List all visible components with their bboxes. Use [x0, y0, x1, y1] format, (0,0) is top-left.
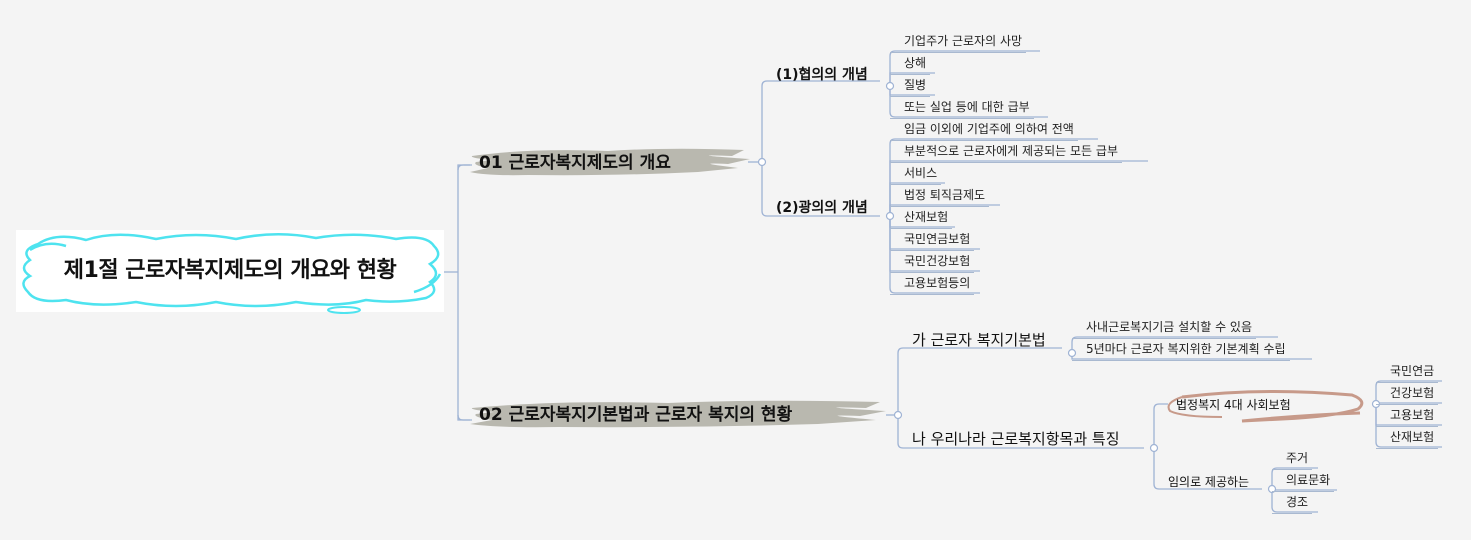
leaf-item[interactable]: 국민건강보험: [890, 252, 975, 273]
leaf-label: 건강보험: [1390, 386, 1435, 400]
root-topic[interactable]: 제1절 근로자복지제도의 개요와 현황: [16, 230, 444, 314]
branch-topic-overview[interactable]: 01 근로자복지제도의 개요: [470, 148, 750, 176]
leaf-label: 국민연금보험: [904, 232, 971, 246]
leaf-item[interactable]: 질병: [890, 76, 931, 97]
topic-narrow-concept-label: (1)협의의 개념: [776, 67, 868, 83]
leaf-label: 주거: [1286, 451, 1309, 465]
topic-welfare-basic-law[interactable]: 가 근로자 복지기본법: [912, 329, 1046, 351]
topic-broad-concept-label: (2)광의의 개념: [776, 200, 868, 216]
leaf-item[interactable]: 산재보험: [890, 208, 953, 229]
root-topic-label: 제1절 근로자복지제도의 개요와 현황: [63, 258, 397, 283]
leaf-label: 고용보험등의: [904, 276, 971, 290]
leaf-item[interactable]: 서비스: [890, 164, 942, 185]
leaf-label: 고용보험: [1390, 408, 1435, 422]
leaf-item[interactable]: 또는 실업 등에 대한 급부: [890, 98, 1034, 119]
leaf-item[interactable]: 의료문화: [1272, 471, 1335, 492]
leaf-item[interactable]: 주거: [1272, 449, 1313, 470]
topic-narrow-concept[interactable]: (1)협의의 개념: [776, 64, 868, 86]
leaf-label: 국민연금: [1390, 364, 1435, 378]
cloud-border-icon: [22, 233, 442, 314]
leaf-item[interactable]: 고용보험: [1376, 406, 1439, 427]
leaf-item[interactable]: 부분적으로 근로자에게 제공되는 모든 급부: [890, 142, 1122, 163]
leaf-label: 상해: [904, 56, 927, 70]
leaf-label: 기업주가 근로자의 사망: [904, 34, 1023, 48]
leaf-label: 국민건강보험: [904, 254, 971, 268]
leaf-label: 법정 퇴직금제도: [904, 188, 986, 202]
leaf-label: 사내근로복지기금 설치할 수 있음: [1086, 320, 1253, 334]
topic-welfare-basic-law-label: 가 근로자 복지기본법: [912, 331, 1046, 349]
leaf-label: 의료문화: [1286, 473, 1331, 487]
topic-broad-concept[interactable]: (2)광의의 개념: [776, 197, 868, 219]
leaf-label: 경조: [1286, 495, 1309, 509]
leaf-label: 산재보험: [1390, 430, 1435, 444]
leaf-item[interactable]: 법정 퇴직금제도: [890, 186, 990, 207]
brush-highlight-icon: [470, 400, 886, 428]
branch-topic-overview-label: 01 근로자복지제도의 개요: [479, 153, 671, 173]
leaf-label: 산재보험: [904, 210, 949, 224]
leaf-item[interactable]: 사내근로복지기금 설치할 수 있음: [1072, 318, 1257, 339]
branch-topic-law-status[interactable]: 02 근로자복지기본법과 근로자 복지의 현황: [470, 400, 886, 428]
leaf-label: 또는 실업 등에 대한 급부: [904, 100, 1030, 114]
leaf-item[interactable]: 국민연금: [1376, 362, 1439, 383]
topic-voluntary-welfare[interactable]: 임의로 제공하는: [1168, 473, 1249, 493]
topic-statutory-welfare[interactable]: 법정복지 4대 사회보험: [1162, 389, 1367, 425]
leaf-item[interactable]: 5년마다 근로자 복지위한 기본계획 수립: [1072, 340, 1290, 361]
topic-voluntary-welfare-label: 임의로 제공하는: [1168, 475, 1250, 489]
oval-highlight-icon: [1167, 389, 1364, 423]
leaf-label: 5년마다 근로자 복지위한 기본계획 수립: [1086, 342, 1286, 356]
branch-topic-law-status-label: 02 근로자복지기본법과 근로자 복지의 현황: [479, 405, 793, 425]
leaf-label: 임금 이외에 기업주에 의하여 전액: [904, 122, 1074, 136]
leaf-label: 부분적으로 근로자에게 제공되는 모든 급부: [904, 144, 1118, 158]
leaf-item[interactable]: 임금 이외에 기업주에 의하여 전액: [890, 120, 1078, 141]
leaf-item[interactable]: 건강보험: [1376, 384, 1439, 405]
leaf-item[interactable]: 상해: [890, 54, 931, 75]
leaf-label: 서비스: [904, 166, 938, 180]
topic-korea-welfare-items-label: 나 우리나라 근로복지항목과 특징: [912, 430, 1120, 448]
leaf-label: 질병: [904, 78, 927, 92]
leaf-item[interactable]: 산재보험: [1376, 428, 1439, 449]
topic-korea-welfare-items[interactable]: 나 우리나라 근로복지항목과 특징: [912, 428, 1120, 450]
brush-highlight-icon: [470, 148, 750, 176]
leaf-item[interactable]: 국민연금보험: [890, 230, 975, 251]
topic-statutory-welfare-label: 법정복지 4대 사회보험: [1176, 398, 1291, 412]
leaf-item[interactable]: 기업주가 근로자의 사망: [890, 32, 1027, 53]
leaf-item[interactable]: 고용보험등의: [890, 274, 975, 295]
leaf-item[interactable]: 경조: [1272, 493, 1313, 514]
